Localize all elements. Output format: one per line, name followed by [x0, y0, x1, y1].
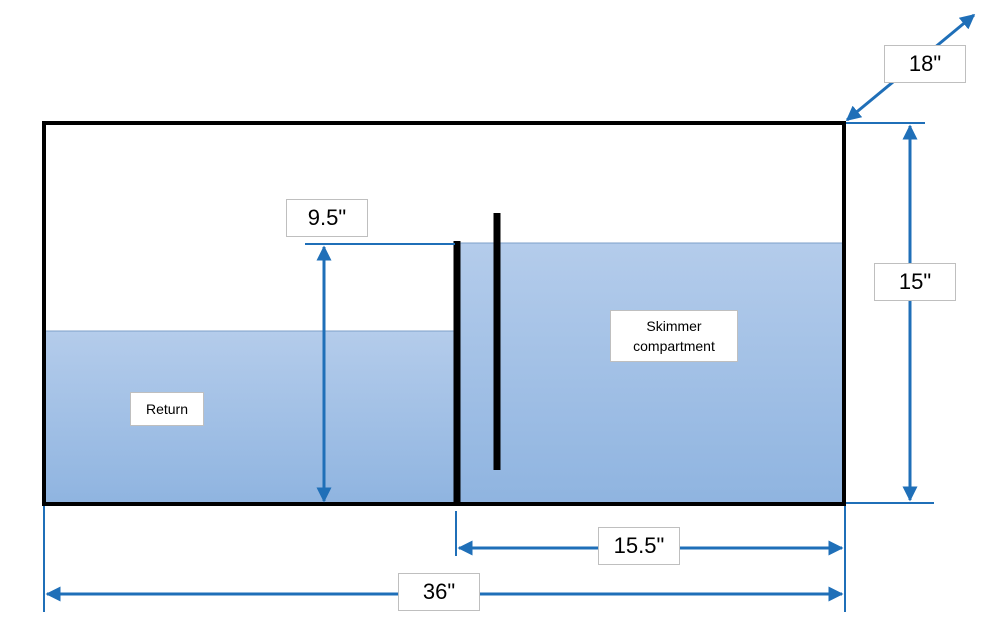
return-water	[46, 331, 457, 504]
return-section-label: Return	[130, 392, 204, 426]
depth-label: 18"	[884, 45, 966, 83]
total-width-label: 36"	[398, 573, 480, 611]
skimmer-water	[457, 243, 842, 504]
skimmer-width-label: 15.5"	[598, 527, 680, 565]
skimmer-section-label: Skimmer compartment	[610, 310, 738, 362]
tank-outline	[42, 121, 846, 506]
water-level-label: 9.5"	[286, 199, 368, 237]
height-label: 15"	[874, 263, 956, 301]
